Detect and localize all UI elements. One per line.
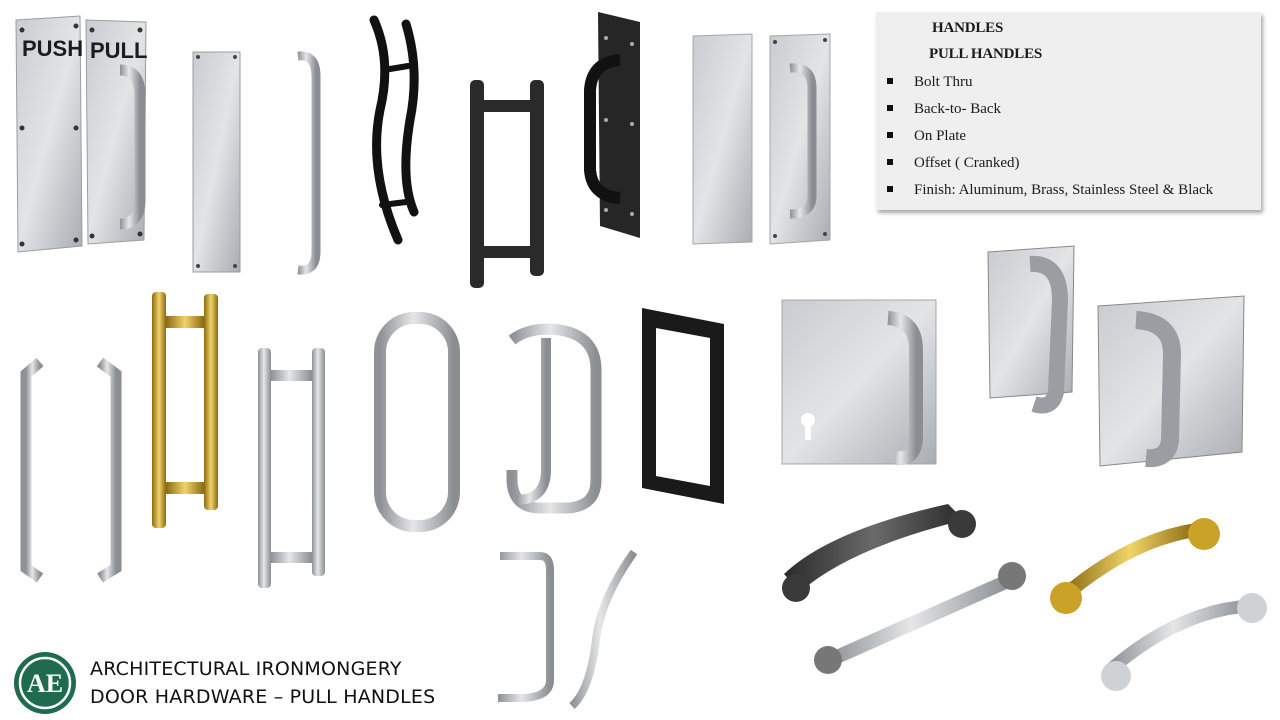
info-item-text: Back-to- Back — [914, 101, 1002, 117]
brass-h-handle-image — [152, 292, 218, 528]
info-list: Bolt Thru Back-to- Back On Plate Offset … — [884, 72, 1213, 207]
push-plate-image — [15, 15, 83, 253]
square-plate-handle-image — [987, 245, 1075, 414]
info-list-item: Finish: Aluminum, Brass, Stainless Steel… — [884, 180, 1213, 207]
info-heading: HANDLES — [932, 20, 1004, 36]
chrome-h-handle-image — [258, 348, 325, 588]
pull-label: PULL — [90, 38, 147, 63]
black-s-handle-image — [369, 15, 419, 245]
plate-pair-image — [692, 33, 831, 245]
info-list-item: Offset ( Cranked) — [884, 153, 1213, 180]
forged-handle-image — [782, 504, 976, 602]
brass-bow-handle-image — [1050, 518, 1220, 614]
footer-line-2: DOOR HARDWARE – PULL HANDLES — [90, 686, 436, 708]
black-h-handle-image — [470, 80, 544, 288]
large-plate-handle-image — [1097, 295, 1245, 468]
push-label: PUSH — [22, 36, 83, 61]
pull-plate-image — [85, 19, 147, 245]
info-list-item: Bolt Thru — [884, 72, 1213, 99]
plate-labels: PUSH PULL — [22, 36, 147, 63]
company-logo: AE — [14, 652, 76, 714]
bullet-icon — [887, 132, 893, 138]
bullet-icon — [887, 105, 893, 111]
footer-title: ARCHITECTURAL IRONMONGERY DOOR HARDWARE … — [90, 655, 435, 711]
bullet-icon — [887, 159, 893, 165]
bullet-icon — [887, 78, 893, 84]
footer-line-1: ARCHITECTURAL IRONMONGERY — [90, 658, 402, 680]
slim-bar-handles-image — [498, 549, 692, 709]
chrome-angled-h-handle-image — [20, 357, 122, 583]
black-plate-handle-image — [584, 12, 640, 238]
info-box: HANDLES PULL HANDLES Bolt Thru Back-to- … — [876, 12, 1261, 210]
info-subheading: PULL HANDLES — [929, 46, 1043, 62]
chrome-bow-handle-image — [1101, 593, 1267, 691]
o-shaped-handle-image — [374, 312, 460, 532]
info-item-text: Bolt Thru — [914, 74, 973, 90]
plain-plate-image — [192, 51, 241, 273]
bullet-icon — [887, 186, 893, 192]
keyhole-plate-image — [781, 299, 937, 466]
info-list-item: On Plate — [884, 126, 1213, 153]
info-item-text: On Plate — [914, 128, 967, 144]
grab-bar-image — [814, 562, 1026, 674]
logo-text: AE — [27, 669, 63, 698]
d-pull-bar-image — [297, 51, 321, 275]
info-item-text: Offset ( Cranked) — [914, 155, 1020, 171]
black-frame-handle-image — [642, 308, 724, 504]
offset-handle-image — [506, 323, 602, 514]
info-list-item: Back-to- Back — [884, 99, 1213, 126]
info-item-text: Finish: Aluminum, Brass, Stainless Steel… — [914, 182, 1214, 198]
